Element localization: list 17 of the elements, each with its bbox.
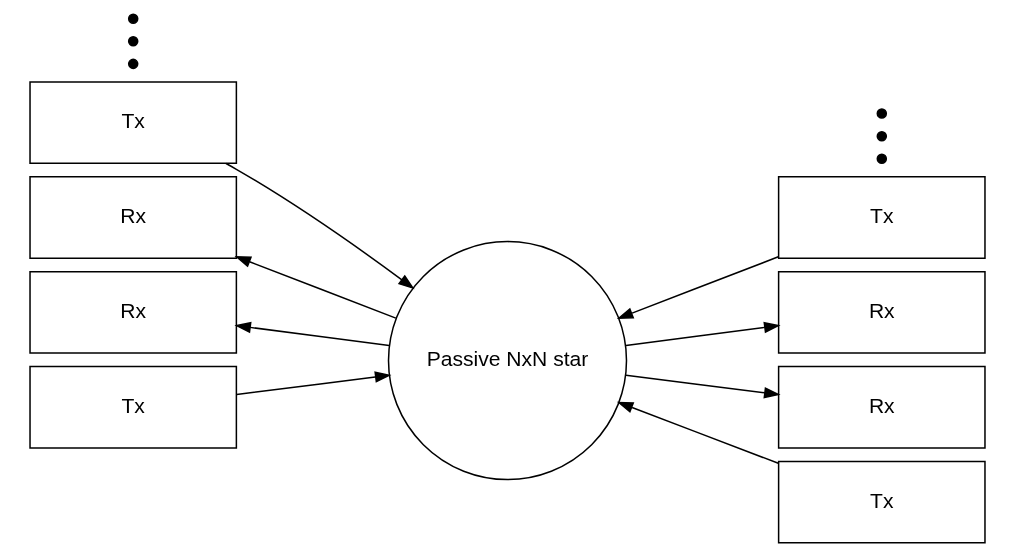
node-box: Tx — [29, 81, 238, 165]
node-box: Tx — [29, 365, 238, 449]
arrow — [616, 256, 780, 320]
arrow — [235, 371, 392, 396]
arrow — [234, 321, 390, 347]
node-box: Tx — [777, 176, 986, 259]
node-circle: Passive NxN star — [387, 240, 628, 481]
node-box: Rx — [29, 176, 238, 259]
arrow — [625, 321, 781, 347]
node-box: Rx — [29, 270, 238, 354]
arrow — [616, 401, 780, 465]
arrow — [234, 255, 397, 319]
node-box: Tx — [777, 460, 986, 544]
node-box: Rx — [777, 270, 986, 354]
arrow — [625, 374, 781, 399]
node-box: Rx — [777, 365, 986, 449]
arrow — [225, 162, 415, 290]
